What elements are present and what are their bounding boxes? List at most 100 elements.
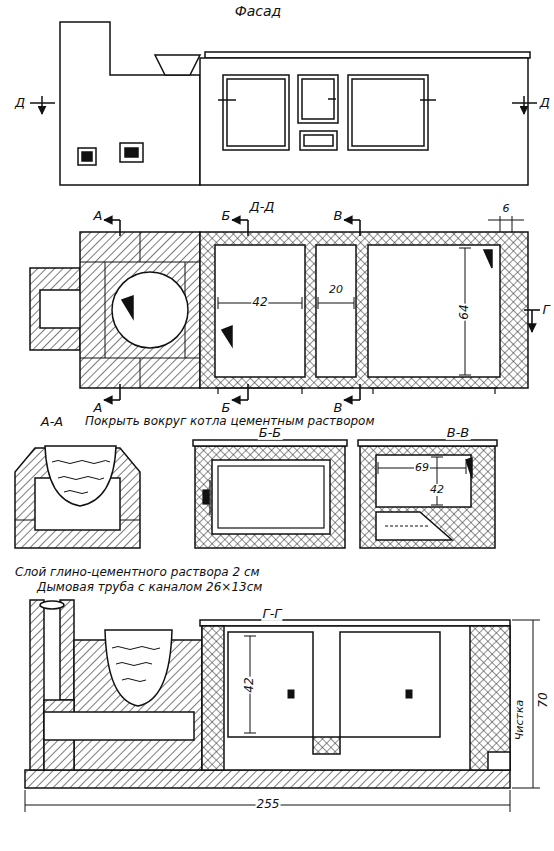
section-mark: Д <box>14 96 26 110</box>
dimension: 64 <box>458 303 471 320</box>
null-part-part <box>512 620 540 621</box>
null-part-part <box>500 216 501 232</box>
null-part-part <box>244 636 256 637</box>
section-b-part <box>195 446 345 548</box>
null-part-part <box>15 520 35 521</box>
null-part-part <box>372 388 373 394</box>
plan-section-part <box>215 245 305 377</box>
null-part-part <box>437 457 438 505</box>
section-g-part <box>30 600 44 770</box>
null-part-part <box>359 220 361 236</box>
note: Слой глино-цементного раствора 2 см <box>14 566 261 579</box>
plan-section-part <box>40 290 82 328</box>
facade-view-part <box>523 96 525 114</box>
section-g-part <box>44 712 194 740</box>
null-part-part <box>318 303 354 304</box>
note: Чистка <box>514 699 526 742</box>
null-part-part <box>318 387 354 388</box>
null-part-part <box>247 220 249 236</box>
section-v <box>358 440 497 548</box>
null-part-part <box>232 399 248 401</box>
null-part <box>218 216 524 375</box>
facade-view-part <box>78 148 96 165</box>
null-part-part <box>218 466 324 528</box>
section-g-part <box>40 601 64 609</box>
section-g-part <box>25 770 510 788</box>
section-b-part <box>193 440 347 446</box>
null-part-part <box>302 297 303 309</box>
dimension: 20 <box>328 284 344 296</box>
null-part-part <box>344 399 360 401</box>
null-part-part <box>512 216 513 232</box>
facade-view-part <box>218 99 236 101</box>
null-part-part <box>494 388 495 394</box>
null-part-part <box>104 399 120 401</box>
section-mark: Г <box>541 303 550 317</box>
null-part-part <box>58 477 104 480</box>
facade-view-part <box>205 52 530 58</box>
note: Дымовая труба с каналом 26×13см <box>36 581 263 594</box>
null-part-part <box>488 220 524 221</box>
null-part-part <box>466 462 467 474</box>
dimension: 69 <box>414 462 430 474</box>
null-part-part <box>459 248 471 249</box>
section-a <box>15 446 140 548</box>
plan-section-part <box>222 326 232 346</box>
null-part-part <box>459 375 471 376</box>
null-part-part <box>122 679 146 682</box>
section-g-part <box>105 630 172 706</box>
null-part-part <box>104 219 120 221</box>
section-v-part <box>376 455 471 507</box>
null-part-part <box>203 490 209 504</box>
null-part-part <box>140 232 141 262</box>
plan-section-part <box>484 250 492 268</box>
section-g-part <box>202 626 510 770</box>
null-part-part <box>359 384 361 400</box>
facade-view-part <box>200 58 528 185</box>
null-part-part <box>112 647 160 650</box>
null-part-part <box>510 790 511 812</box>
null-part-part <box>354 297 355 309</box>
null-part-part <box>370 387 498 388</box>
section-g-part <box>340 632 440 737</box>
section-g-part <box>200 620 510 626</box>
null-part-part <box>385 526 430 527</box>
null-part-part <box>244 733 256 734</box>
plan-section-part <box>80 232 200 388</box>
section-mark: Б <box>221 209 232 223</box>
section-a-part <box>45 446 116 506</box>
null-part <box>80 232 200 388</box>
facade-view-part <box>298 75 338 123</box>
dimension: 6 <box>502 203 511 215</box>
plan-section-part <box>122 296 133 318</box>
null-part-part <box>288 690 294 698</box>
plan-section-part <box>112 272 188 348</box>
plan-section <box>30 216 540 400</box>
null-part-part <box>406 690 412 698</box>
section-mark: Б <box>221 401 232 415</box>
null-part-part <box>344 219 360 221</box>
null-part-part <box>25 790 26 812</box>
null-part-part <box>120 520 140 521</box>
null-part <box>378 457 466 526</box>
null-part-part <box>512 788 540 789</box>
null-part-part <box>140 358 141 388</box>
dimension: 42 <box>429 484 445 496</box>
section-g-part <box>202 626 224 770</box>
view-title: Г-Г <box>261 607 282 621</box>
facade-view-part <box>82 152 92 161</box>
null-part-part <box>119 384 121 400</box>
facade-view-part <box>348 75 428 150</box>
null-part-part <box>119 220 121 236</box>
null-part-part <box>215 387 305 388</box>
null-part <box>25 620 540 812</box>
section-mark: А <box>93 401 104 415</box>
section-v-part <box>376 512 452 540</box>
null-part-part <box>217 388 218 394</box>
null-part <box>15 461 140 521</box>
plan-section-part <box>316 245 356 377</box>
facade-view-part <box>120 143 143 162</box>
null-part-part <box>64 491 88 494</box>
